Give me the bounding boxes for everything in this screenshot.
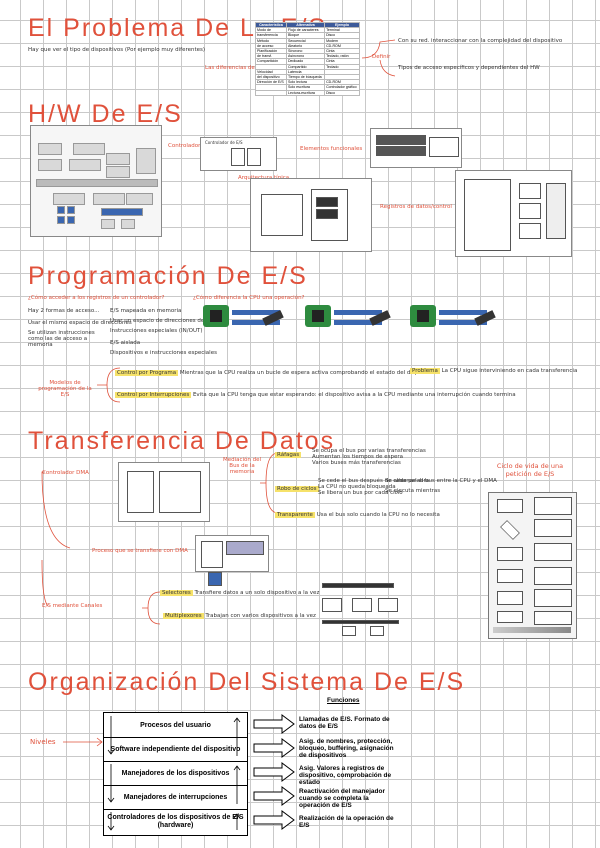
dma-connector — [30, 460, 100, 610]
table-cell: Controlador gráfico — [325, 85, 360, 90]
table-cell — [256, 90, 287, 95]
burst-notes: Se ocupa el bus por varias transferencia… — [312, 448, 426, 466]
option-burst-label: Ráfagas — [275, 452, 301, 458]
cpu-chip-icon — [305, 305, 331, 327]
model-interrupt-label: Control por Interrupciones — [115, 392, 191, 398]
multiplexor-label: Multiplexores — [163, 613, 204, 619]
burst-note: Varios buses más transferencias — [312, 460, 426, 466]
data-registers-label: Registros de datos/control — [380, 204, 452, 210]
dma-process-diagram — [195, 535, 269, 572]
model-program-desc: Mientras que la CPU realiza un bucle de … — [180, 370, 436, 376]
table-cell: Lectura-escritura — [286, 90, 324, 95]
option-transparent: Transparente Usa el bus solo cuando la C… — [275, 512, 440, 518]
small-legend — [208, 570, 238, 588]
controller-block: Controlador de E/S — [200, 137, 277, 171]
dma-process-label: Proceso que se transfiere con DMA — [92, 548, 188, 554]
model-interrupt-desc: Evita que la CPU tenga que estar esperan… — [193, 392, 516, 398]
special-instr-note: Dispositivos e instrucciones especiales — [110, 350, 217, 356]
models-brace — [95, 360, 125, 410]
request-lifecycle-label: Ciclo de vida de una petición de E/S — [485, 462, 575, 478]
channel-io-label: E/S mediante Canales — [42, 603, 102, 609]
in-out-note: Instrucciones especiales (IN/OUT) — [110, 328, 202, 334]
cpu-chip-icon — [203, 305, 229, 327]
lifecycle-flowchart — [488, 492, 577, 639]
section-title-programacion: Programación De E/S — [28, 262, 308, 291]
function-device-independent: Asig. de nombres, protección, bloqueo, b… — [299, 738, 394, 759]
define-label: Definir — [372, 54, 390, 60]
hw-architecture-diagram — [30, 125, 162, 237]
option-cycle-steal: Robo de ciclos — [275, 486, 319, 492]
section-title-organizacion: Organización Del Sistema De E/S — [28, 668, 465, 697]
selector-channel: Selectores Transfiere datos a un solo di… — [160, 590, 319, 596]
device-characteristics-table: Característica Alternativa Ejemplo Modo … — [255, 22, 360, 96]
question-registers: ¿Cómo acceder a los registros de un cont… — [28, 295, 164, 301]
option-burst: Ráfagas — [275, 452, 301, 458]
function-user-processes: Llamadas de E/S. Formato de datos de E/S — [299, 716, 394, 730]
model-program-label: Control por Programa — [115, 370, 178, 376]
model-interrupt: Control por Interrupciones Evita que la … — [115, 392, 516, 398]
dma-diagram — [118, 462, 210, 522]
def-note-2: Tipos de acceso específicos y dependient… — [398, 65, 540, 71]
register-diagram — [370, 128, 462, 168]
access-note: Hay 2 formas de acceso... — [28, 308, 99, 314]
selector-label: Selectores — [160, 590, 193, 596]
alternate-note: Se alternan el bus entre la CPU y el DMA — [385, 478, 497, 484]
question-cpu: ¿Cómo diferencia la CPU una operación? — [193, 295, 304, 301]
mediation-brace — [258, 448, 280, 518]
levels-arrow — [62, 736, 107, 748]
function-arrows — [252, 712, 297, 834]
function-hardware: Realización de la operación de E/S — [299, 815, 394, 829]
controller-block-label: Controlador de E/S — [205, 140, 243, 145]
function-interrupt-handlers: Reactivación del manejador cuando se com… — [299, 788, 394, 809]
option-transparent-label: Transparente — [275, 512, 315, 518]
option-transparent-desc: Usa el bus solo cuando la CPU no lo nece… — [317, 512, 440, 518]
channel-diagram — [312, 578, 407, 638]
mmio-label: E/S mapeada en memoria — [110, 308, 181, 314]
table-header: Característica — [256, 23, 287, 28]
table-cell: Dirección de E/S — [256, 80, 287, 85]
models-label: Modelos de programación de la E/S — [35, 380, 95, 398]
device-controller-diagram — [455, 170, 572, 257]
def-note-1: Con su red. interaccionar con la complej… — [398, 38, 562, 44]
multiplexor-channel: Multiplexores Trabajan con varios dispos… — [163, 613, 316, 619]
model-program: Control por Programa Mientras que la CPU… — [115, 370, 436, 376]
function-device-drivers: Asig. Valores a registros de dispositivo… — [299, 765, 394, 786]
table-cell: Tiempo de búsqueda — [286, 75, 324, 80]
problem-label: Problema — [410, 368, 440, 374]
intro-note: Hay que ver el tipo de dispositivos (Por… — [28, 47, 205, 53]
cpu-chip-icon — [410, 305, 436, 327]
functional-elements-label: Elementos funcionales — [300, 146, 362, 152]
problem-desc: La CPU sigue interviniendo en cada trans… — [442, 368, 578, 374]
runs-while-note: Se ejecuta mientras — [385, 488, 440, 494]
isolated-io-label: E/S aislada — [110, 340, 140, 346]
table-cell: Disco — [325, 90, 360, 95]
multiplexor-desc: Trabajan con varios dispositivos a la ve… — [205, 613, 316, 619]
controller-internal-diagram — [250, 178, 372, 252]
functions-header: Funciones — [327, 697, 360, 704]
model-problem: Problema La CPU sigue interviniendo en c… — [410, 368, 577, 374]
controllers-label: Controlador — [168, 143, 200, 149]
mem-instr-note: Se utilizan instrucciones como las de ac… — [28, 330, 106, 348]
layer-flow-arrows — [103, 712, 246, 834]
option-cycle-steal-label: Robo de ciclos — [275, 486, 319, 492]
levels-label: Niveles — [30, 738, 56, 746]
selector-desc: Transfiere datos a un solo dispositivo a… — [194, 590, 319, 596]
